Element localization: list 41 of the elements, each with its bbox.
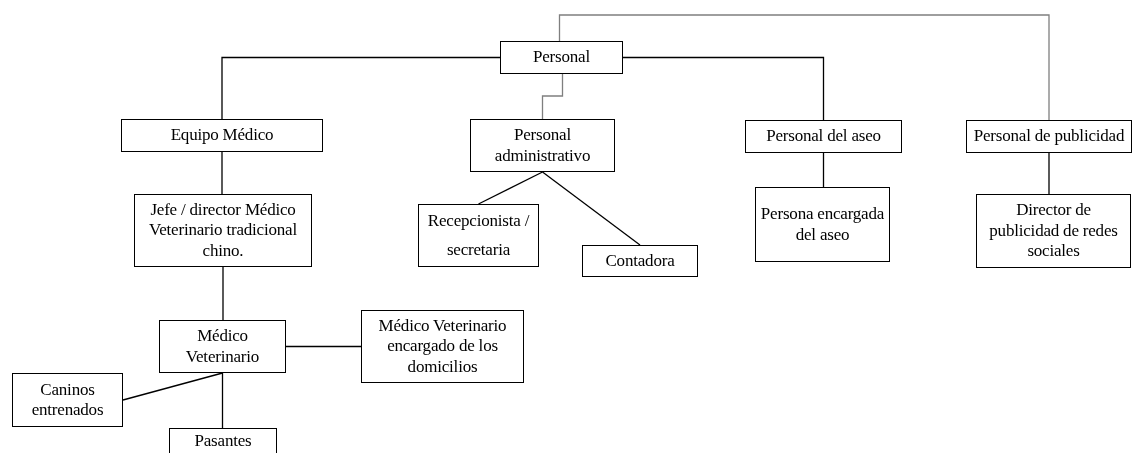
connector-line xyxy=(221,56,501,120)
role-label: Médico Veterinario encargado de los domicilios xyxy=(377,315,508,378)
connector-line xyxy=(822,152,825,188)
role-label: Personal del aseo xyxy=(766,126,881,147)
connector-line xyxy=(622,56,825,121)
role-label: Director de publicidad de redes sociales xyxy=(988,200,1119,262)
org-box xyxy=(470,119,615,172)
org-box xyxy=(755,187,890,262)
role-label: Personal de publicidad xyxy=(973,126,1125,147)
connector-line xyxy=(541,73,564,120)
connector-line xyxy=(285,345,362,348)
org-box xyxy=(121,119,323,152)
org-box xyxy=(500,41,623,74)
connector-line xyxy=(221,151,223,195)
org-box xyxy=(976,194,1131,268)
connector-line xyxy=(221,372,224,429)
role-label: Persona encargada del aseo xyxy=(759,204,886,245)
role-label: Pasantes xyxy=(194,430,252,452)
connector-line xyxy=(122,372,224,401)
role-label: Equipo Médico xyxy=(170,125,274,146)
org-box xyxy=(361,310,524,383)
org-box xyxy=(966,120,1132,153)
connector-line xyxy=(541,171,641,246)
connector-line xyxy=(477,171,544,205)
org-box xyxy=(159,320,286,373)
role-label: Jefe / director Médico Veterinario tradicional chino. xyxy=(148,199,298,262)
org-box xyxy=(418,204,539,267)
org-box xyxy=(169,428,277,453)
org-box xyxy=(134,194,312,267)
connector-line xyxy=(558,14,1050,121)
role-label: Recepcionista / secretaria xyxy=(426,209,531,261)
role-label: Personal xyxy=(533,47,590,68)
connector-line xyxy=(222,266,224,321)
role-label: Médico Veterinario xyxy=(184,326,261,367)
connector-line xyxy=(1048,152,1050,195)
role-label: Personal administrativo xyxy=(493,125,592,166)
role-label: Caninos entrenados xyxy=(30,379,105,421)
org-box xyxy=(745,120,902,153)
role-label: Contadora xyxy=(605,250,675,272)
org-box xyxy=(12,373,123,427)
org-box xyxy=(582,245,698,277)
